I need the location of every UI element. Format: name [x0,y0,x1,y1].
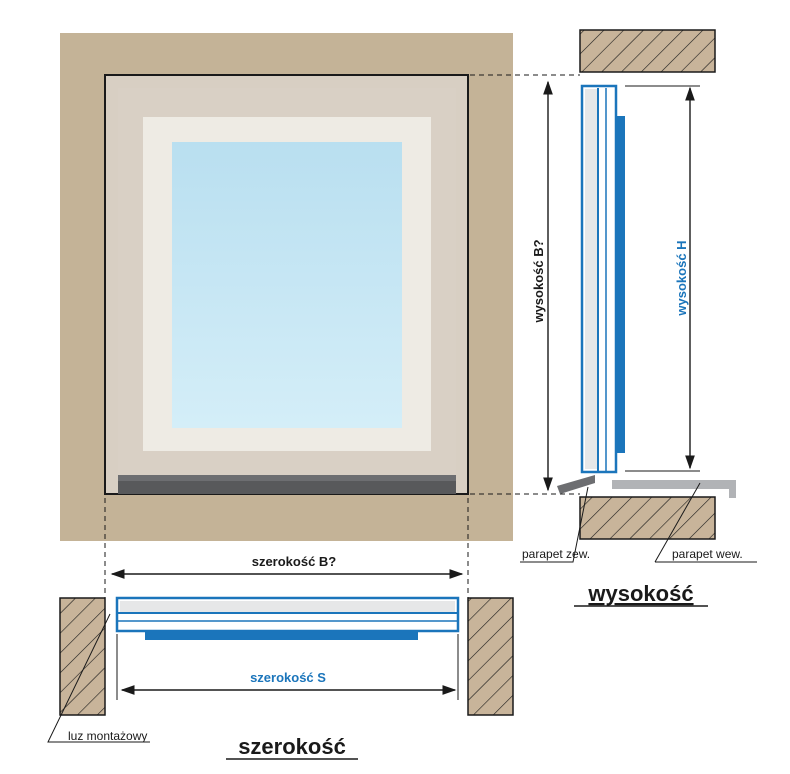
left-wall-brick [59,597,106,716]
top-section: szerokość S luz montażowy szerokość [47,596,514,760]
width-b-dimension: szerokość B? [110,554,464,579]
gap-label: luz montażowy [68,729,147,743]
blind-bar-top [145,632,418,640]
width-title: szerokość [238,734,346,759]
front-view [60,33,513,541]
outer-sill [557,475,595,494]
right-wall-brick [467,597,514,716]
side-section: wysokość H parapet zew. parapet wew. wys… [520,29,757,607]
inner-sill-label: parapet wew. [672,547,743,561]
width-b-label: szerokość B? [252,554,337,569]
window-glass [172,142,402,428]
width-s-label: szerokość S [250,670,326,685]
inner-sill [612,480,736,498]
height-title: wysokość [587,581,693,606]
sill-brick [579,496,716,540]
blind-bar-side [617,116,625,453]
height-h-label: wysokość H [674,240,689,316]
outer-sill-label: parapet zew. [522,547,590,561]
height-b-label: wysokość B? [531,239,546,323]
lintel-brick [579,29,716,73]
height-b-dimension: wysokość B? [531,80,553,492]
extension-lines [104,74,580,600]
